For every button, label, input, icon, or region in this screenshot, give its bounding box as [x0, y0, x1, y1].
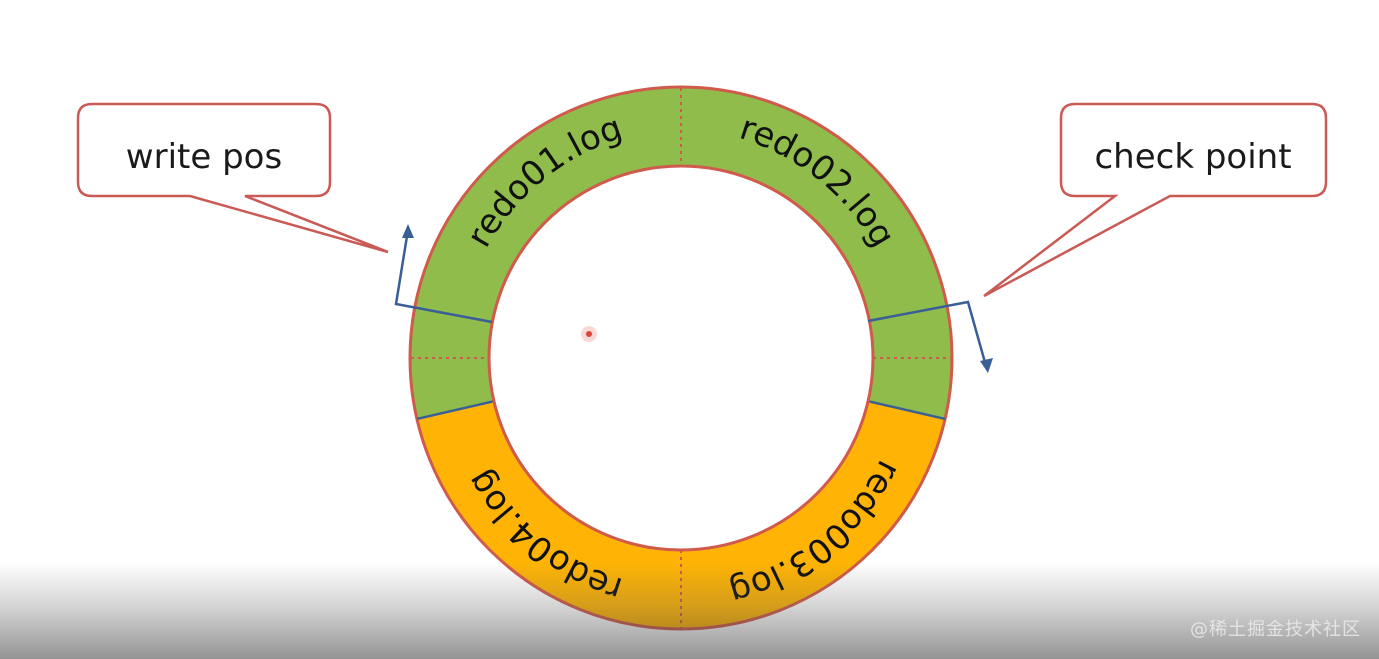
write-pos-boundary-line	[416, 399, 495, 421]
segment-redo02	[681, 87, 952, 419]
check-point-callout: check point	[983, 102, 1328, 298]
write-pos-marker	[394, 224, 493, 324]
write-pos-callout: write pos	[76, 102, 389, 254]
check-point-marker	[867, 300, 993, 373]
ring-inner-border	[487, 164, 875, 552]
watermark-text: @稀土掘金技术社区	[1190, 619, 1361, 640]
check-point-boundary-line	[867, 399, 946, 421]
write-pos-label: write pos	[126, 137, 282, 177]
check-point-label: check point	[1094, 137, 1291, 177]
segment-redo01	[410, 87, 681, 419]
center-dot	[581, 326, 597, 342]
